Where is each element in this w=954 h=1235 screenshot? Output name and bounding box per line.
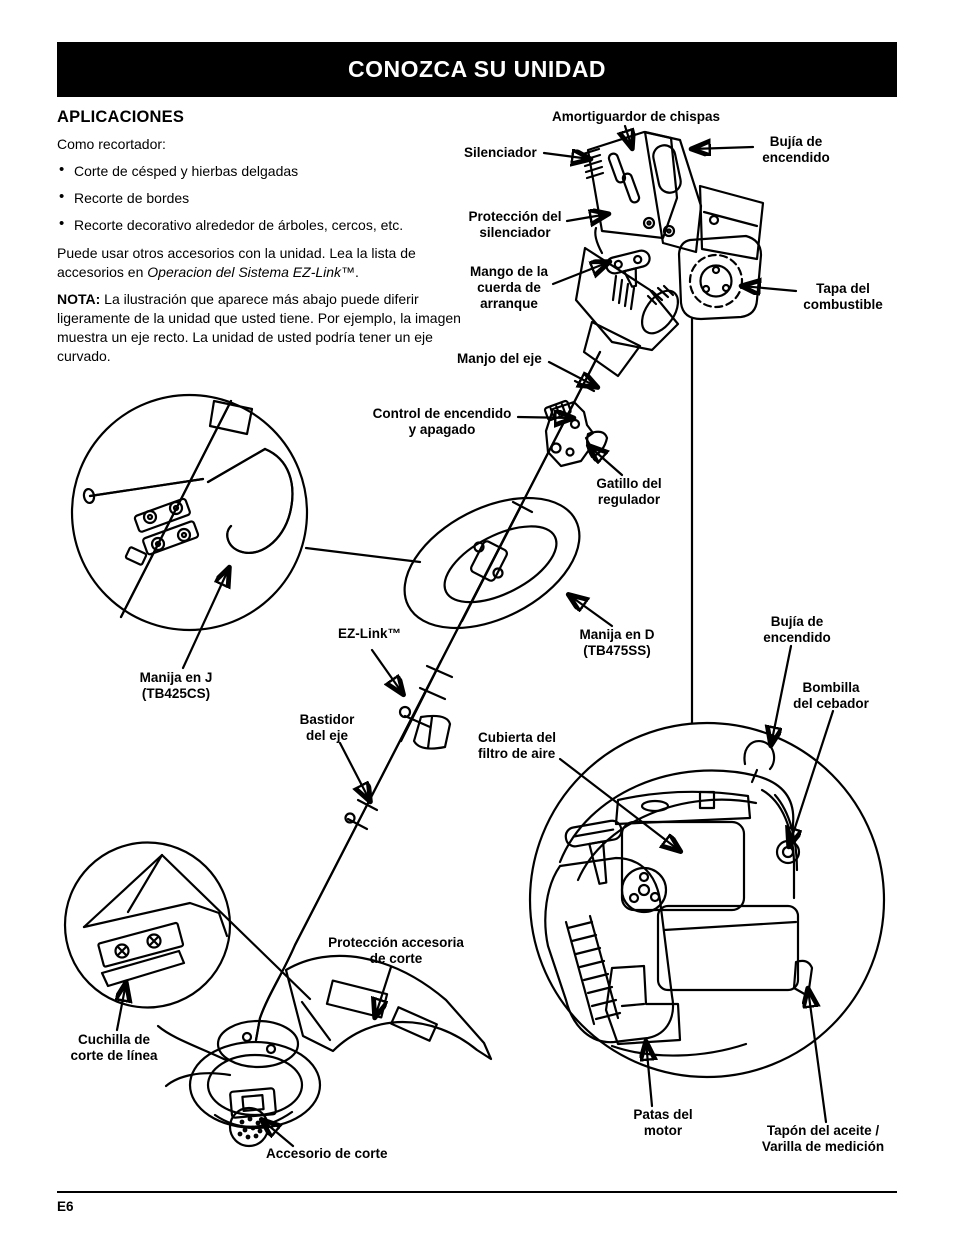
pointer-bastidor: [338, 741, 370, 801]
pointer-cuchilla: [117, 983, 126, 1032]
aplicaciones-intro: Como recortador:: [57, 136, 166, 152]
pointer-tapa-combustible: [742, 286, 798, 291]
label-manija-j: Manija en J (TB425CS): [139, 670, 213, 701]
blade-inset-leader: [161, 854, 312, 1001]
leader-lines: [161, 316, 694, 1001]
inset-engine: [528, 721, 886, 1079]
aplicaciones-section: APLICACIONES Como recortador: Corte de c…: [57, 108, 461, 374]
cutting-head: [156, 954, 493, 1148]
label-cuchilla: Cuchilla de corte de línea: [70, 1032, 158, 1063]
fuel-cap-icon: [688, 253, 744, 309]
label-control-encendido: Control de encendido y apagado: [372, 406, 512, 437]
aplicaciones-list: Corte de césped y hierbas delgadas Recor…: [57, 161, 461, 234]
label-ez-link: EZ-Link™: [338, 626, 401, 641]
page-number: E6: [57, 1199, 74, 1214]
section-banner: CONOZCA SU UNIDAD: [57, 42, 897, 97]
clamp-bolts: [142, 500, 192, 552]
ez-link-coupler: [398, 659, 454, 750]
label-proteccion-accesoria: Protección accesoria de corte: [328, 935, 464, 966]
list-item: Corte de césped y hierbas delgadas: [57, 161, 461, 180]
label-bombilla: Bombilla del cebador: [793, 680, 869, 711]
label-manjo-eje: Manjo del eje: [457, 351, 542, 366]
pointer-patas: [646, 1042, 652, 1108]
accessories-paragraph: Puede usar otros accesorios con la unida…: [57, 245, 416, 280]
engine-powerhead: [574, 130, 765, 378]
pointer-ez-link: [370, 648, 403, 694]
label-cubierta-filtro: Cubierta del filtro de aire: [478, 730, 557, 761]
inset-j-handle: [70, 393, 309, 632]
pointer-cubierta-filtro: [558, 757, 680, 851]
pointer-amortiguador: [625, 124, 632, 148]
label-tapon-aceite: Tapón del aceite / Varilla de medición: [761, 1123, 885, 1154]
label-manija-d: Manija en D (TB475SS): [579, 627, 655, 658]
pointer-bujia-superior: [692, 147, 755, 149]
label-patas: Patas del motor: [633, 1107, 693, 1138]
label-bujia-inferior: Bujía de encendido: [763, 614, 831, 645]
pointer-proteccion-accesoria: [375, 965, 393, 1017]
italic-reference: Operacion del Sistema EZ-Link™: [147, 264, 356, 280]
pointer-bujia-inferior: [771, 644, 793, 745]
pointer-control-encendido: [516, 417, 573, 418]
inset-starter-handle: [564, 819, 623, 885]
pointer-manija-d: [569, 595, 614, 628]
label-mango-cuerda: Mango de la cuerda de arranque: [469, 264, 549, 311]
nota-label: NOTA:: [57, 291, 101, 307]
throttle-housing: [543, 399, 609, 468]
pointer-silenciador: [542, 153, 590, 159]
label-bujia-superior: Bujía de encendido: [762, 134, 830, 165]
footer-rule: [57, 1191, 897, 1193]
starter-handle: [605, 249, 651, 288]
pointer-accesorio: [262, 1120, 295, 1148]
label-gatillo: Gatillo del regulador: [596, 476, 662, 507]
list-item: Recorte de bordes: [57, 188, 461, 207]
pointer-tapon-aceite: [808, 989, 828, 1124]
label-proteccion-silenciador: Protección del silenciador: [468, 209, 562, 240]
pointer-arrows: [117, 124, 835, 1148]
d-handle: [403, 496, 581, 630]
page-title: CONOZCA SU UNIDAD: [347, 56, 607, 82]
nota-paragraph: NOTA: La ilustración que aparece más aba…: [57, 291, 461, 364]
label-accesorio: Accesorio de corte: [266, 1146, 388, 1161]
pointer-mango-cuerda: [551, 262, 609, 286]
label-amortiguador: Amortiguardor de chispas: [551, 109, 721, 124]
pointer-manjo-eje: [547, 360, 597, 387]
pointer-manija-j: [181, 568, 229, 670]
label-bastidor: Bastidor del eje: [299, 712, 355, 743]
aplicaciones-heading: APLICACIONES: [57, 108, 185, 126]
pointer-gatillo: [589, 446, 624, 477]
j-inset-leader: [304, 546, 422, 564]
pointer-proteccion-silenciador: [565, 214, 608, 221]
label-tapa-combustible: Tapa del combustible: [803, 281, 883, 312]
list-item: Recorte decorativo alrededor de árboles,…: [57, 215, 461, 234]
pointer-bombilla: [789, 709, 835, 846]
label-silenciador: Silenciador: [464, 145, 537, 160]
inset-blade: [63, 841, 232, 1009]
shaft: [254, 350, 602, 1042]
